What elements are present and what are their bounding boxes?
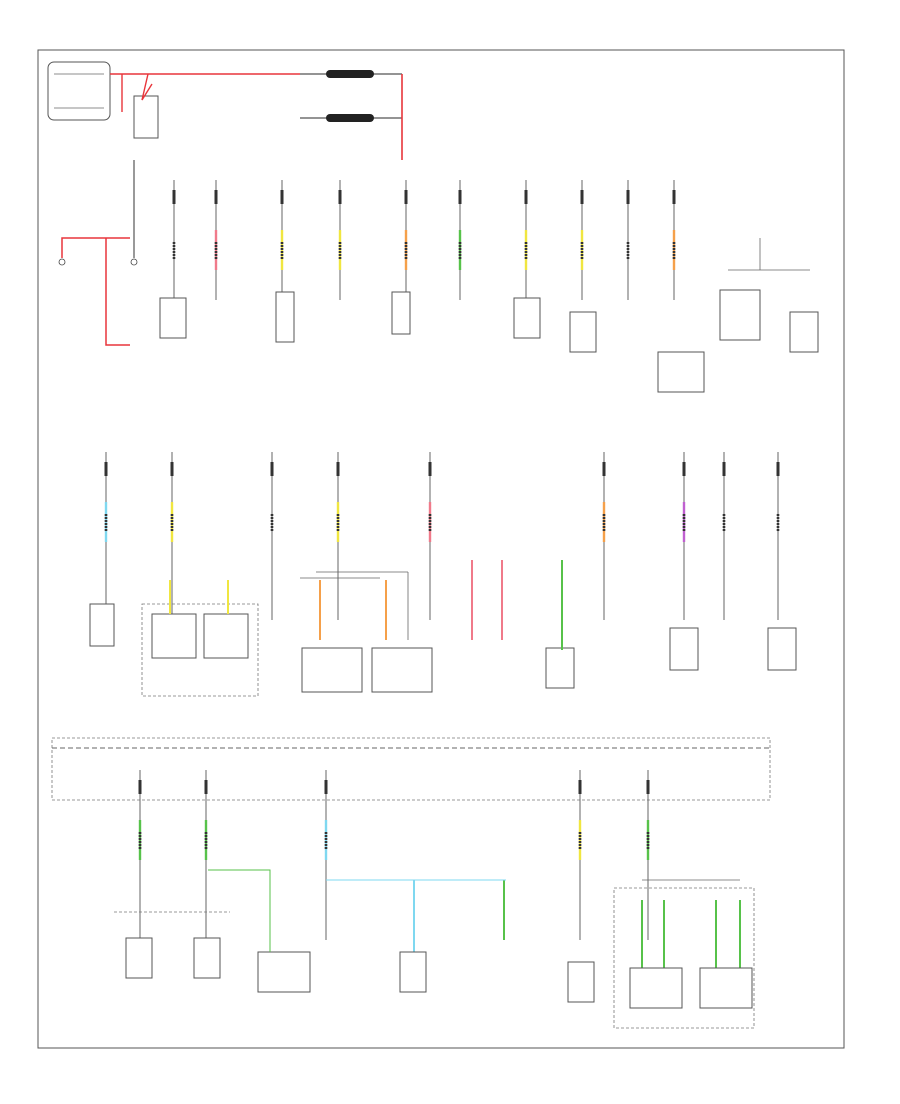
fuse-element	[428, 462, 432, 476]
fuse-element	[324, 780, 328, 794]
row-3-fuse-drop-4	[578, 770, 582, 940]
row-3-circuits	[138, 560, 741, 968]
fuse-panel-outline	[51, 737, 771, 801]
fuse-element	[170, 462, 174, 476]
fusible-link-b	[326, 114, 374, 122]
row-2-fuse-drop-7	[682, 452, 686, 620]
fuse-b-contact	[130, 258, 138, 266]
row-2-fuse-drop-6	[602, 452, 606, 620]
component-2e	[767, 627, 797, 671]
component-2a	[301, 647, 363, 693]
fuse-element	[270, 462, 274, 476]
fuse-element	[682, 462, 686, 476]
component-3e	[567, 961, 595, 1003]
component-2d	[669, 627, 699, 671]
fuse-element	[458, 190, 462, 204]
row-2-fuse-drop-4	[336, 452, 340, 620]
fuse-element	[602, 462, 606, 476]
row-2-fuse-drop-1	[104, 452, 108, 620]
row-1-fuse-drop-1	[172, 180, 176, 300]
row-2-interconnect	[300, 571, 409, 640]
fuse-element	[524, 190, 528, 204]
row-2-circuits	[104, 452, 780, 620]
fuse-element	[280, 190, 284, 204]
fuse-element	[138, 780, 142, 794]
row-1-fuse-drop-8	[580, 180, 584, 300]
relay-left	[151, 613, 197, 659]
row-2-fuse-drop-2	[170, 452, 174, 620]
fuse-a-contact	[58, 258, 66, 266]
component-1c	[391, 291, 411, 335]
row-1-circuits	[172, 180, 676, 300]
relay-module-outline	[141, 603, 259, 697]
row-1-right-junction	[728, 238, 810, 271]
battery-group	[47, 61, 159, 139]
component-1g	[719, 289, 761, 341]
row-2-fuse-drop-8	[722, 452, 726, 620]
starter-feed-wire	[121, 73, 153, 112]
component-3c	[257, 951, 311, 993]
component-1d	[513, 297, 541, 339]
component-1e	[569, 311, 597, 353]
row-1-fuse-drop-3	[280, 180, 284, 300]
fuse-element	[776, 462, 780, 476]
fuse-element	[172, 190, 176, 204]
row-1-fuse-drop-4	[338, 180, 342, 300]
row-1-fuse-drop-2	[214, 180, 218, 300]
fusible-link-a	[326, 70, 374, 78]
row-1-fuse-drop-9	[626, 180, 630, 300]
component-1a	[159, 297, 187, 339]
fuse-element	[104, 462, 108, 476]
row-3-fuse-drop-1	[138, 770, 142, 940]
row-1-fuse-drop-7	[524, 180, 528, 300]
component-2c	[545, 647, 575, 689]
row-3-green-link	[208, 869, 271, 952]
fuse-element	[204, 780, 208, 794]
row-2-fuse-drop-9	[776, 452, 780, 620]
row-1-fuse-drop-10	[672, 180, 676, 300]
row-2-fuse-drop-3	[270, 452, 274, 620]
fuse-element	[722, 462, 726, 476]
fuse-element	[580, 190, 584, 204]
component-2b	[371, 647, 433, 693]
row-3-fuse-drop-2	[204, 770, 208, 940]
row-3-fuse-drop-5	[646, 770, 650, 940]
component-3f	[629, 967, 683, 1009]
left-power-wire	[61, 237, 130, 346]
fuse-element	[646, 780, 650, 794]
fusible-link-leads	[300, 73, 402, 119]
battery-symbol	[47, 61, 111, 121]
fuse-element	[578, 780, 582, 794]
relay-right	[203, 613, 249, 659]
fuse-element	[338, 190, 342, 204]
diagram-border	[37, 49, 845, 1049]
fuse-element	[214, 190, 218, 204]
component-3g	[699, 967, 753, 1009]
component-3b	[193, 937, 221, 979]
component-3a	[125, 937, 153, 979]
fuse-element	[672, 190, 676, 204]
fuse-element	[336, 462, 340, 476]
right-module-outline	[613, 887, 755, 1029]
component-1h	[789, 311, 819, 353]
row-2-fuse-drop-5	[428, 452, 432, 620]
component-1f	[657, 351, 705, 393]
fuse-element	[404, 190, 408, 204]
fuse-element	[626, 190, 630, 204]
switch-left	[89, 603, 115, 647]
starter-relay-box	[133, 95, 159, 139]
row-1-fuse-drop-6	[458, 180, 462, 300]
component-1b	[275, 291, 295, 343]
row-3-fuse-drop-3	[324, 770, 328, 940]
row-1-fuse-drop-5	[404, 180, 408, 300]
component-3d	[399, 951, 427, 993]
